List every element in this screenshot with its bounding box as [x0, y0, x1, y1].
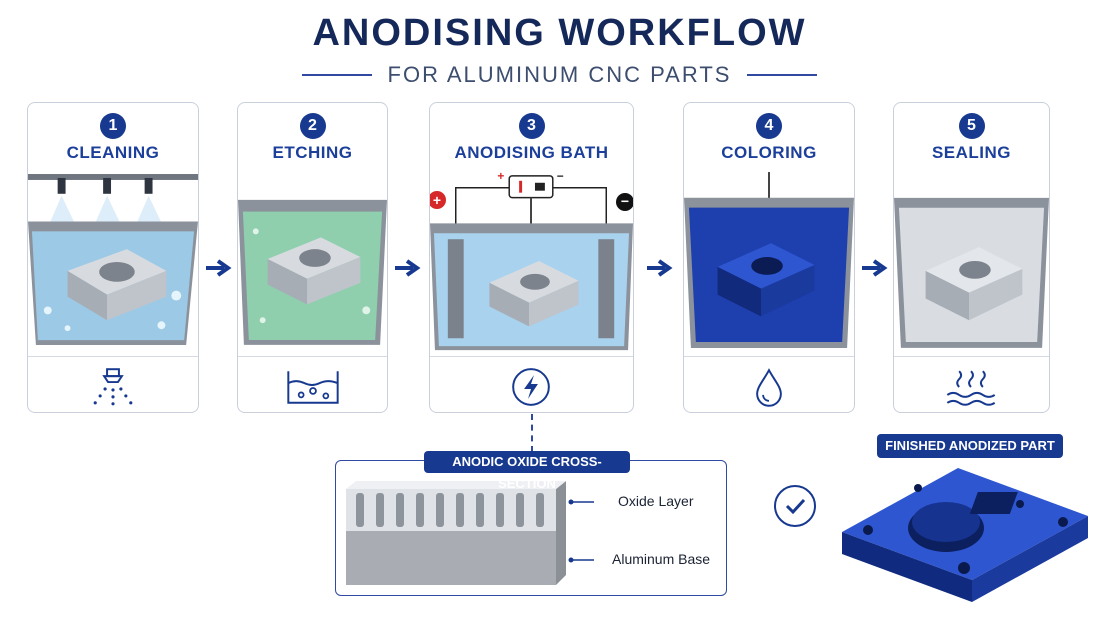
bubble — [362, 306, 371, 315]
subtitle-row: FOR ALUMINUM CNC PARTS — [0, 62, 1119, 88]
spray-pipe — [28, 174, 198, 180]
steam-waves-icon — [946, 370, 996, 406]
anodising-bath-illustration: + − — [430, 171, 633, 351]
battery-plus-sign: + — [497, 171, 504, 183]
beaker-bubbles-icon — [287, 371, 339, 404]
checkmark-icon — [774, 485, 816, 527]
battery-icon — [508, 175, 554, 199]
negative-terminal-icon: − — [616, 193, 633, 211]
aluminum-base-label: Aluminum Base — [612, 551, 711, 567]
step-number: 2 — [299, 113, 326, 139]
spray-nozzle — [103, 177, 112, 194]
blue-part — [717, 243, 815, 317]
lightning-bolt-icon — [512, 368, 550, 406]
page-subtitle: FOR ALUMINUM CNC PARTS — [387, 62, 732, 87]
subtitle-rule-left — [301, 74, 372, 76]
flow-arrow-icon — [862, 259, 888, 277]
spray-nozzle — [57, 177, 66, 194]
callout-lines — [568, 499, 594, 563]
finished-anodized-part-illustration — [842, 468, 1088, 602]
bubble — [43, 306, 52, 315]
cleaning-tank-illustration — [28, 174, 198, 346]
bubble — [64, 325, 71, 332]
circuit-wire — [455, 186, 608, 228]
battery-cell — [534, 182, 545, 191]
spray-nozzle-icon — [93, 368, 133, 406]
bubble — [252, 228, 259, 235]
step-label: CLEANING — [66, 143, 160, 162]
bubble — [171, 290, 182, 301]
step-label: COLORING — [721, 143, 817, 162]
step-coloring: 4 COLORING — [683, 102, 855, 413]
anode-plate — [447, 239, 464, 339]
flow-arrow-icon — [395, 259, 421, 277]
subtitle-rule-right — [747, 74, 818, 76]
flow-arrow-icon — [206, 259, 232, 277]
oxide-pores — [356, 493, 544, 527]
aluminum-part — [67, 249, 167, 321]
aluminum-part — [925, 247, 1023, 321]
step-anodising-bath: 3 ANODISING BATH + − + − — [429, 102, 634, 413]
step-label: ANODISING BATH — [454, 143, 609, 162]
battery-minus-sign: − — [557, 171, 564, 183]
step-divider — [28, 356, 198, 357]
step-divider — [684, 356, 854, 357]
positive-terminal-icon: + — [430, 191, 446, 209]
aluminum-part — [267, 237, 361, 305]
aluminum-part — [489, 261, 579, 327]
sealing-tank-illustration — [894, 197, 1049, 348]
oxide-layer-label: Oxide Layer — [618, 493, 694, 509]
step-cleaning: 1 CLEANING — [27, 102, 199, 413]
cathode-plate — [598, 239, 615, 339]
step-sealing: 5 SEALING — [893, 102, 1050, 413]
battery-cell — [519, 180, 523, 193]
step-divider — [894, 356, 1049, 357]
cross-section-title: ANODIC OXIDE CROSS-SECTION — [424, 451, 630, 491]
step-etching: 2 ETCHING — [237, 102, 388, 413]
etching-tank-illustration — [238, 199, 387, 345]
step-label: ETCHING — [272, 143, 353, 162]
step-number: 4 — [756, 113, 782, 139]
step-number: 5 — [958, 113, 985, 139]
page-title: ANODISING WORKFLOW — [312, 12, 807, 54]
step-divider — [430, 356, 633, 357]
oxide-layer-diagram — [346, 481, 566, 585]
step-number: 1 — [100, 113, 126, 139]
step-divider — [238, 356, 387, 357]
bubble — [157, 321, 166, 330]
finished-part-title: FINISHED ANODIZED PART — [877, 434, 1063, 458]
aluminum-base — [346, 529, 556, 585]
coloring-tank-illustration — [684, 172, 854, 348]
step-number: 3 — [518, 113, 545, 139]
spray-nozzle — [144, 177, 153, 194]
flow-arrow-icon — [647, 259, 673, 277]
cross-section-panel: Oxide Layer Aluminum Base — [335, 460, 727, 596]
bubble — [259, 317, 266, 324]
dye-drop-icon — [756, 368, 782, 407]
dashed-connector — [531, 414, 533, 452]
step-label: SEALING — [931, 143, 1012, 162]
